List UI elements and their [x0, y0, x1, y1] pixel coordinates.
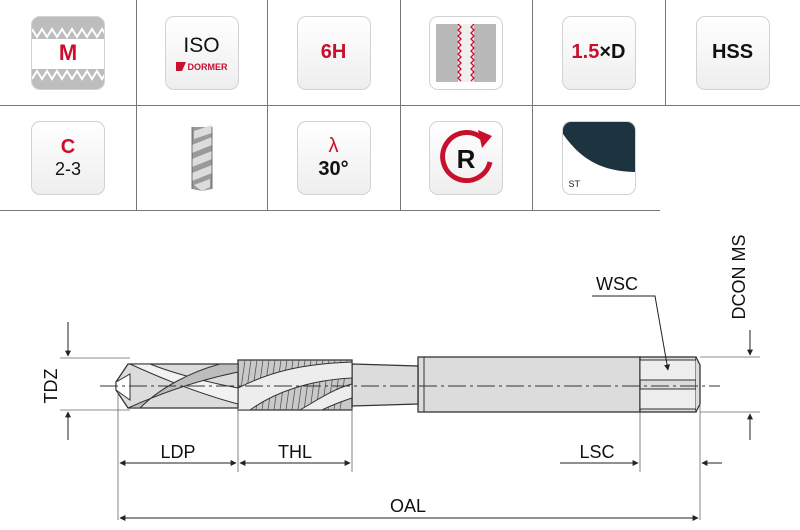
brand-logo: DORMER — [175, 61, 228, 72]
dcon-ms-label: DCON MS — [729, 235, 749, 320]
tap-thread-section — [237, 359, 353, 411]
grid-divider-col-2 — [267, 0, 268, 210]
grid-divider-bottom — [0, 210, 660, 211]
rotation-tile: R — [429, 120, 503, 195]
grid-divider-col-3 — [400, 0, 401, 210]
spiral-point-tile — [164, 120, 239, 195]
lsc-label: LSC — [579, 442, 614, 462]
tdz-label: TDZ — [41, 369, 61, 404]
rotation-label: R — [457, 144, 476, 174]
tool-attributes-grid: M ISO DORMER 6H — [0, 0, 800, 212]
chamfer-tile: C 2-3 — [31, 120, 105, 195]
material-label: HSS — [711, 41, 754, 63]
standard-label: ISO — [183, 33, 220, 57]
tool-dimension-drawing: LDP THL LSC OAL WSC TDZ DCON MS — [41, 235, 760, 521]
standard-tile: ISO DORMER — [164, 15, 239, 90]
thread-depth-tile: 1.5×D — [561, 15, 636, 90]
brand-label: DORMER — [187, 61, 228, 72]
grid-divider-col-4 — [532, 0, 533, 210]
dormer-logo-icon — [175, 62, 186, 71]
tap-neck — [351, 363, 419, 407]
helix-symbol: λ — [328, 134, 339, 157]
right-hand-rotation-icon: R — [440, 129, 493, 183]
chamfer-value: 2-3 — [54, 158, 81, 179]
ldp-label: LDP — [160, 442, 195, 462]
spiral-flute-icon — [191, 124, 212, 191]
tolerance-tile: 6H — [296, 15, 371, 90]
thread-depth-label: 1.5×D — [571, 41, 626, 63]
extension-lines — [60, 356, 760, 520]
blind-hole-thread-icon — [436, 23, 496, 82]
tolerance-text: 6H — [320, 41, 347, 63]
coating-swatch-icon — [562, 121, 635, 172]
thl-label: THL — [278, 442, 312, 462]
dimension-labels: LDP THL LSC OAL WSC TDZ DCON MS — [41, 235, 749, 517]
oal-label: OAL — [390, 496, 426, 516]
tolerance-label: 6H — [321, 41, 347, 64]
grid-divider-col-5 — [665, 0, 666, 105]
wsc-label: WSC — [596, 274, 638, 294]
thread-profile-label: M — [58, 39, 78, 65]
tap-shank — [417, 356, 701, 413]
coating-tile: ST — [561, 120, 636, 195]
blind-hole-tile — [429, 15, 503, 90]
coating-label: ST — [568, 178, 581, 189]
wsc-leader-line — [592, 295, 671, 371]
thread-teeth-icon — [32, 26, 104, 81]
chamfer-letter: C — [60, 135, 76, 158]
material-tile: HSS — [695, 15, 770, 90]
helix-angle-tile: λ 30° — [296, 120, 371, 195]
grid-divider-col-1 — [136, 0, 137, 210]
thread-profile-tile: M — [31, 15, 105, 90]
helix-angle-value: 30° — [318, 157, 349, 180]
dimension-lines — [65, 295, 753, 521]
